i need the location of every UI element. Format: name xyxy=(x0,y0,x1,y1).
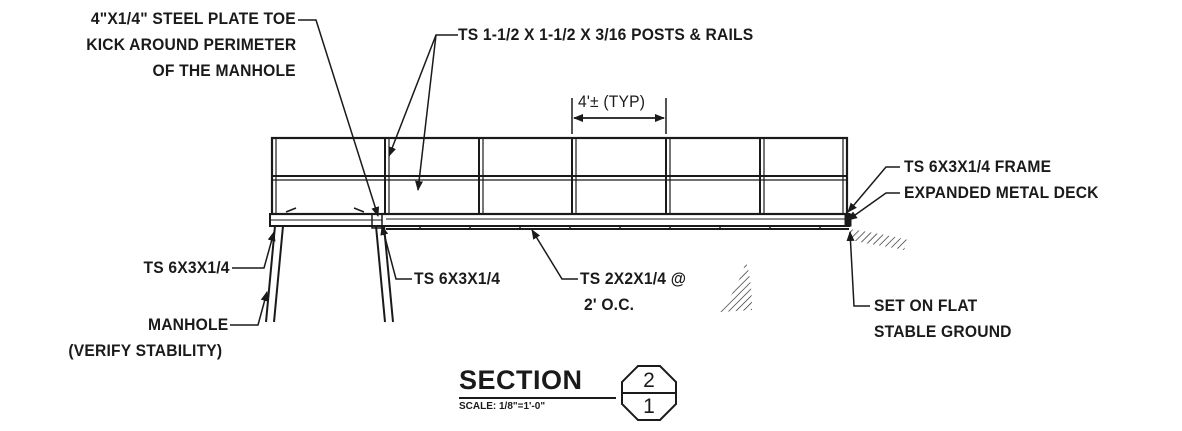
label-toe-kick-1: 4"X1/4" STEEL PLATE TOE xyxy=(90,9,296,28)
section-octagon xyxy=(459,365,677,421)
section-number: 2 xyxy=(643,369,655,392)
label-joists-2: 2' O.C. xyxy=(584,295,635,314)
label-frame: TS 6X3X1/4 FRAME xyxy=(904,157,1052,176)
label-deck: EXPANDED METAL DECK xyxy=(904,183,1099,202)
leader-lines xyxy=(230,19,900,326)
label-ts-left: TS 6X3X1/4 xyxy=(143,258,230,277)
label-typ-spacing: 4'± (TYP) xyxy=(578,92,646,111)
typ-dimension xyxy=(571,98,667,134)
section-scale: SCALE: 1/8"=1'-0" xyxy=(459,401,546,412)
railing xyxy=(270,136,849,216)
label-ground-2: STABLE GROUND xyxy=(874,322,1012,341)
manhole xyxy=(265,225,394,323)
label-joists-1: TS 2X2X1/4 @ xyxy=(580,269,687,288)
label-ts-mid: TS 6X3X1/4 xyxy=(414,269,501,288)
section-title: SECTION xyxy=(459,365,583,395)
label-toe-kick-2: KICK AROUND PERIMETER xyxy=(85,35,296,54)
section-sheet: 1 xyxy=(643,395,655,418)
label-manhole-2: (VERIFY STABILITY) xyxy=(68,341,222,360)
label-ground-1: SET ON FLAT xyxy=(874,296,978,315)
label-manhole-1: MANHOLE xyxy=(147,315,228,334)
label-toe-kick-3: OF THE MANHOLE xyxy=(152,61,296,80)
ground-hatch xyxy=(720,229,908,312)
label-posts-rails: TS 1-1/2 X 1-1/2 X 3/16 POSTS & RAILS xyxy=(458,25,754,44)
